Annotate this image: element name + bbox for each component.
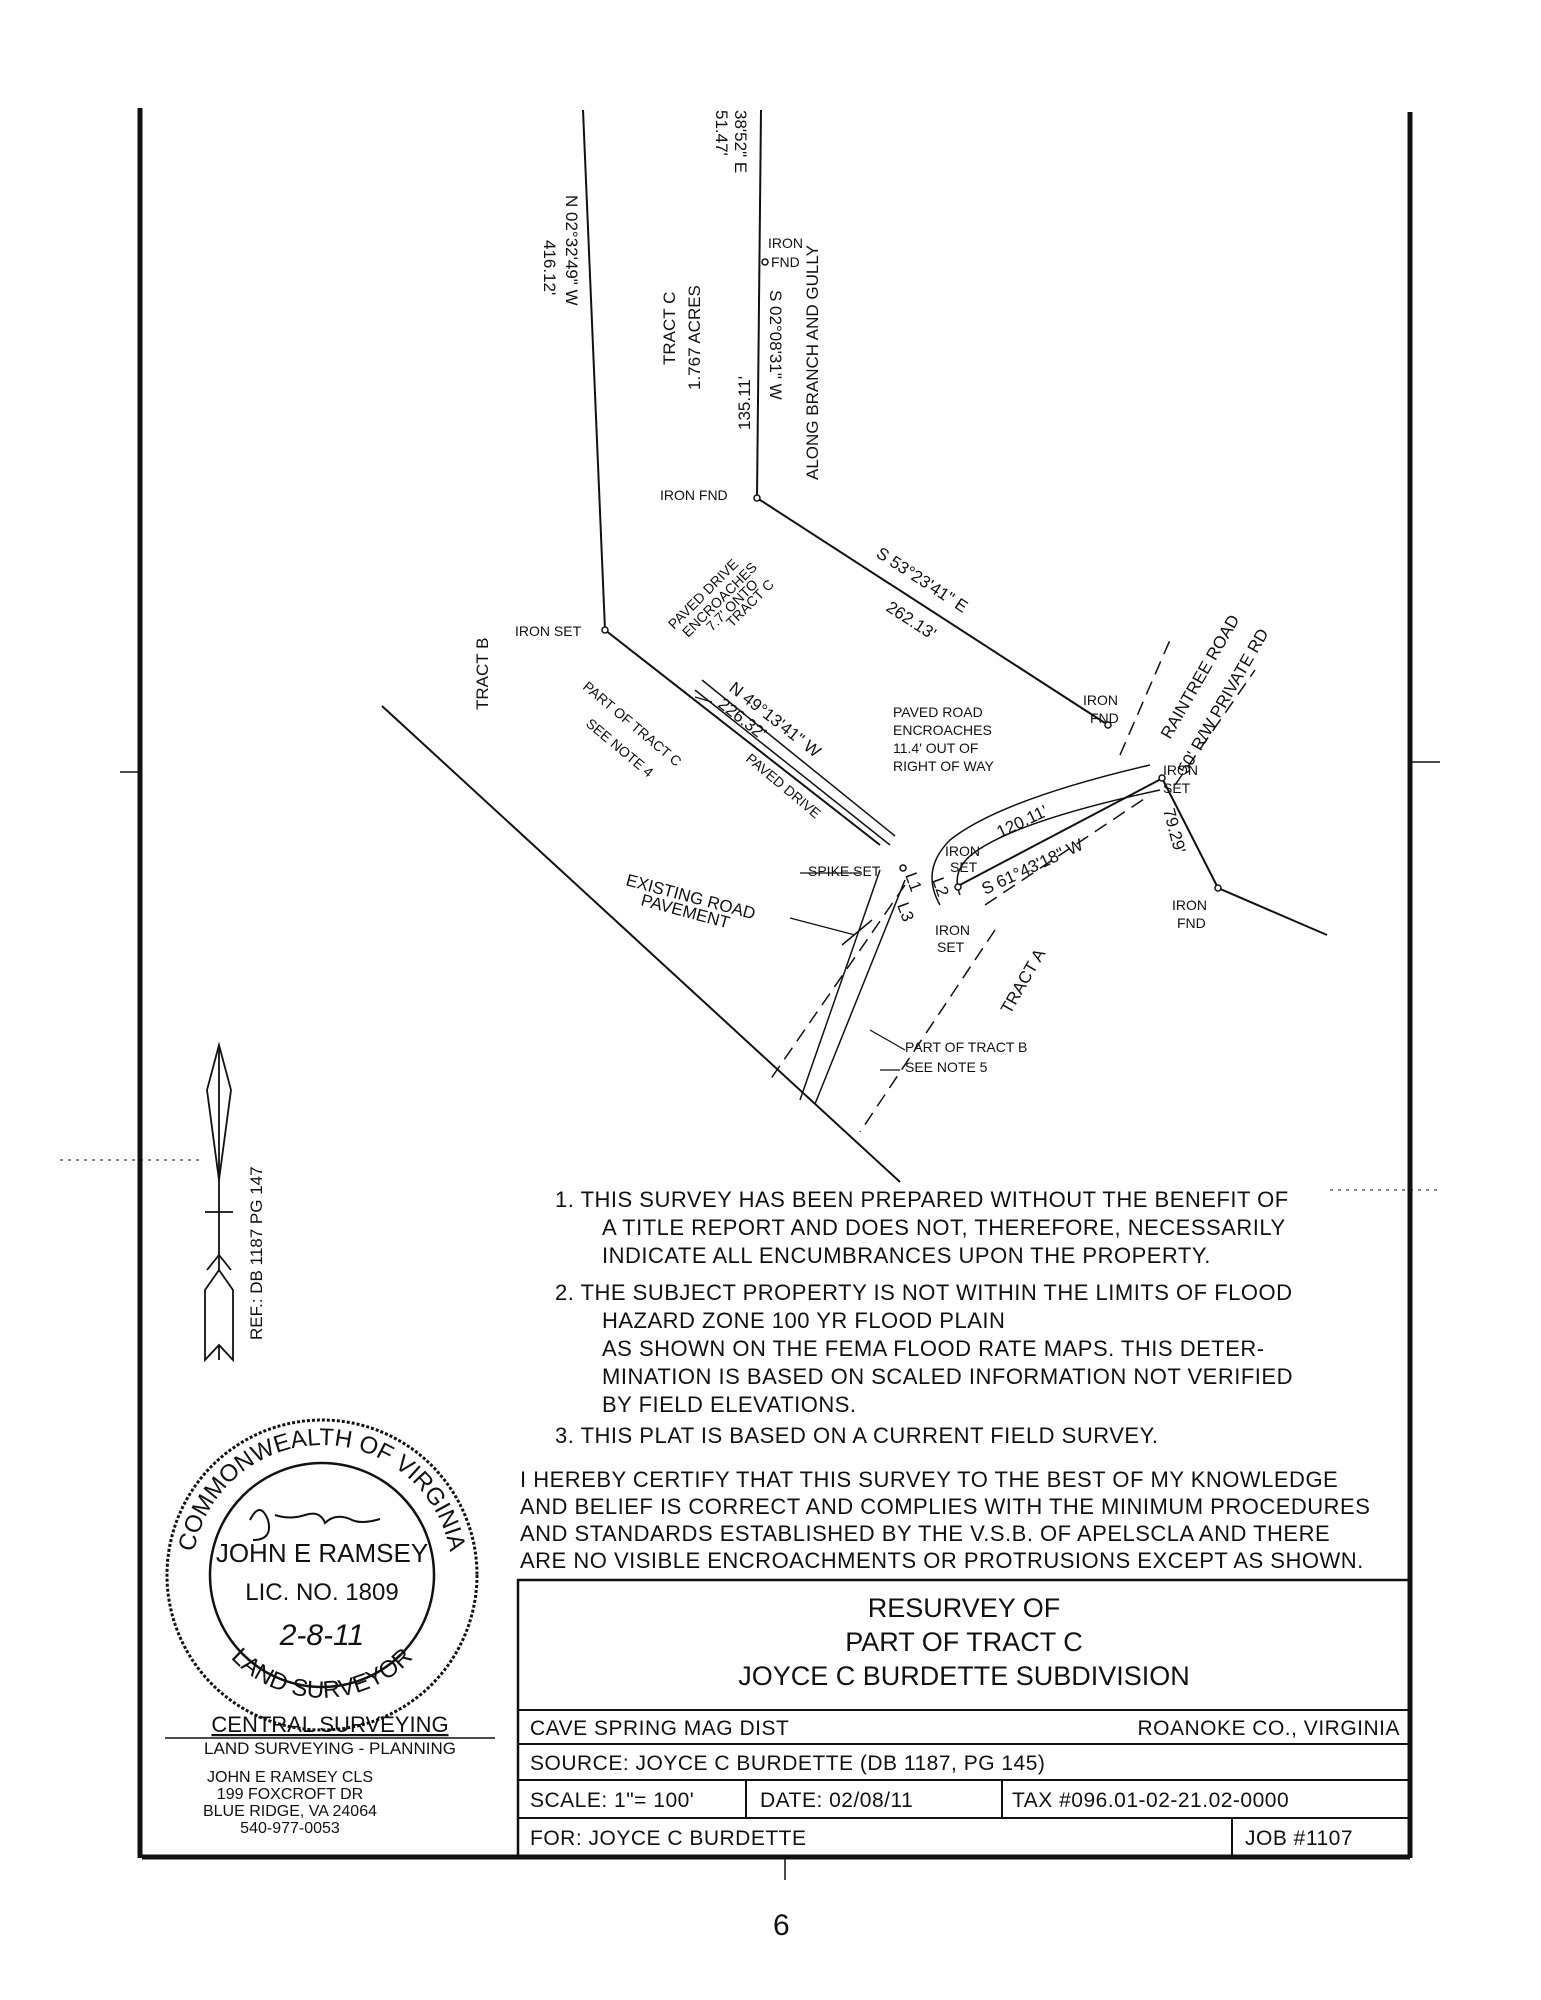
firm-line-4: 540-977-0053: [240, 1820, 340, 1837]
tract-a-label: TRACT A: [997, 945, 1050, 1017]
page-mark: 6: [773, 1909, 790, 1942]
surveyor-signature: [249, 1509, 381, 1541]
source: SOURCE: JOYCE C BURDETTE (DB 1187, PG 14…: [530, 1752, 1045, 1775]
seal-name: JOHN E RAMSEY: [216, 1538, 428, 1568]
job-number: JOB #1107: [1245, 1827, 1353, 1850]
note-2-line-5: BY FIELD ELEVATIONS.: [602, 1392, 857, 1417]
boundary-lines: [381, 109, 1328, 1183]
note-2-line-4: MINATION IS BASED ON SCALED INFORMATION …: [602, 1364, 1293, 1389]
firm-line-2: 199 FOXCROFT DR: [217, 1786, 363, 1803]
north-arrow: [204, 1041, 234, 1363]
title-line-3: JOYCE C BURDETTE SUBDIVISION: [738, 1661, 1190, 1691]
district: CAVE SPRING MAG DIST: [530, 1717, 789, 1740]
paved-road-enc-4: RIGHT OF WAY: [893, 758, 995, 774]
l3-label: L3: [893, 900, 917, 924]
cert-line-3: AND STANDARDS ESTABLISHED BY THE V.S.B. …: [520, 1521, 1330, 1546]
paved-road-enc-1: PAVED ROAD: [893, 704, 983, 720]
firm-info: CENTRAL SURVEYING LAND SURVEYING - PLANN…: [165, 1712, 495, 1837]
iron-fnd-label: IRON FND: [660, 487, 728, 503]
seal-date: 2-8-11: [279, 1619, 365, 1652]
title-line-1: RESURVEY OF: [868, 1593, 1061, 1623]
cert-line-1: I HEREBY CERTIFY THAT THIS SURVEY TO THE…: [520, 1467, 1338, 1492]
bearing-west-dist: 416.12': [540, 240, 559, 295]
bearing-branch-dist: 135.11': [735, 376, 754, 430]
note-1-line-2: A TITLE REPORT AND DOES NOT, THEREFORE, …: [602, 1215, 1286, 1240]
east-dist-label: 79.29': [1159, 806, 1189, 855]
see-note-5-label: SEE NOTE 5: [905, 1059, 988, 1075]
iron-set-low-2: SET: [937, 939, 965, 955]
bearing-road-dist: 120.11': [994, 802, 1051, 842]
iron-set-mid-1: IRON: [945, 843, 980, 859]
firm-line-3: BLUE RIDGE, VA 24064: [203, 1803, 377, 1820]
survey-monuments: [601, 258, 1222, 892]
seal-license: LIC. NO. 1809: [245, 1579, 398, 1606]
tract-c-acres: 1.767 ACRES: [685, 285, 704, 390]
firm-line-1: JOHN E RAMSEY CLS: [207, 1769, 373, 1786]
note-1-line-3: INDICATE ALL ENCUMBRANCES UPON THE PROPE…: [602, 1243, 1211, 1268]
firm-name: CENTRAL SURVEYING: [211, 1712, 448, 1737]
title-line-2: PART OF TRACT C: [845, 1627, 1083, 1657]
scale: SCALE: 1"= 100': [530, 1789, 694, 1812]
iron-set-mid-2: SET: [950, 859, 978, 875]
certification: I HEREBY CERTIFY THAT THIS SURVEY TO THE…: [520, 1467, 1370, 1573]
paved-road-enc-3: 11.4' OUT OF: [893, 740, 978, 756]
iron-set-low-1: IRON: [935, 922, 970, 938]
iron-set-label: IRON SET: [515, 623, 582, 639]
bearing-se-dist: 262.13': [883, 597, 940, 643]
date: DATE: 02/08/11: [760, 1789, 913, 1812]
tract-c-label: TRACT C: [660, 292, 679, 365]
along-branch-label: ALONG BRANCH AND GULLY: [803, 245, 822, 480]
l1-label: L1: [901, 870, 925, 894]
title-block: RESURVEY OF PART OF TRACT C JOYCE C BURD…: [516, 1578, 1412, 1858]
surveyor-seal: COMMONWEALTH OF VIRGINIA LAND SURVEYOR J…: [165, 1418, 479, 1732]
cert-line-2: AND BELIEF IS CORRECT AND COMPLIES WITH …: [520, 1494, 1370, 1519]
iron-fnd-ne-2: FND: [1090, 710, 1119, 726]
iron-fnd-se-1: IRON: [1172, 897, 1207, 913]
spike-set-label: SPIKE SET: [808, 863, 881, 879]
leader-lines: [694, 696, 906, 1071]
county: ROANOKE CO., VIRGINIA: [1137, 1717, 1400, 1740]
right-of-way-dashed: [769, 639, 1256, 1133]
iron-set-e-2: SET: [1163, 780, 1191, 796]
iron-fnd-se-2: FND: [1177, 915, 1206, 931]
bearing-west-label: N 02°32'49" W: [562, 195, 581, 306]
part-tract-b-label: PART OF TRACT B: [905, 1039, 1027, 1055]
iron-fnd-ne-1: IRON: [1083, 692, 1118, 708]
fnd-top-label: FND: [771, 254, 800, 270]
for-client: FOR: JOYCE C BURDETTE: [530, 1827, 807, 1850]
note-2-line-2: HAZARD ZONE 100 YR FLOOD PLAIN: [602, 1308, 1005, 1333]
tax-number: TAX #096.01-02-21.02-0000: [1012, 1789, 1289, 1812]
bearing-top-dist: 51.47': [712, 110, 731, 156]
note-2-line-1: 2. THE SUBJECT PROPERTY IS NOT WITHIN TH…: [555, 1280, 1293, 1305]
note-3-line-1: 3. THIS PLAT IS BASED ON A CURRENT FIELD…: [555, 1423, 1159, 1448]
seal-bottom-text: LAND SURVEYOR: [226, 1643, 418, 1704]
iron-top-label: IRON: [768, 235, 803, 251]
ref-label: REF.: DB 1187 PG 147: [247, 1166, 266, 1340]
survey-notes: 1. THIS SURVEY HAS BEEN PREPARED WITHOUT…: [555, 1187, 1293, 1448]
firm-tagline: LAND SURVEYING - PLANNING: [204, 1739, 456, 1758]
cert-line-4: ARE NO VISIBLE ENCROACHMENTS OR PROTRUSI…: [520, 1548, 1364, 1573]
note-1-line-1: 1. THIS SURVEY HAS BEEN PREPARED WITHOUT…: [555, 1187, 1289, 1212]
pavement-lines: [694, 679, 1161, 1105]
paved-road-enc-2: ENCROACHES: [893, 722, 992, 738]
bearing-branch-label: S 02°08'31" W: [766, 290, 785, 400]
iron-set-e-1: IRON: [1163, 762, 1198, 778]
bearing-top-label: 38'52" E: [731, 110, 750, 173]
tract-b-label: TRACT B: [473, 638, 492, 710]
note-2-line-3: AS SHOWN ON THE FEMA FLOOD RATE MAPS. TH…: [602, 1336, 1265, 1361]
